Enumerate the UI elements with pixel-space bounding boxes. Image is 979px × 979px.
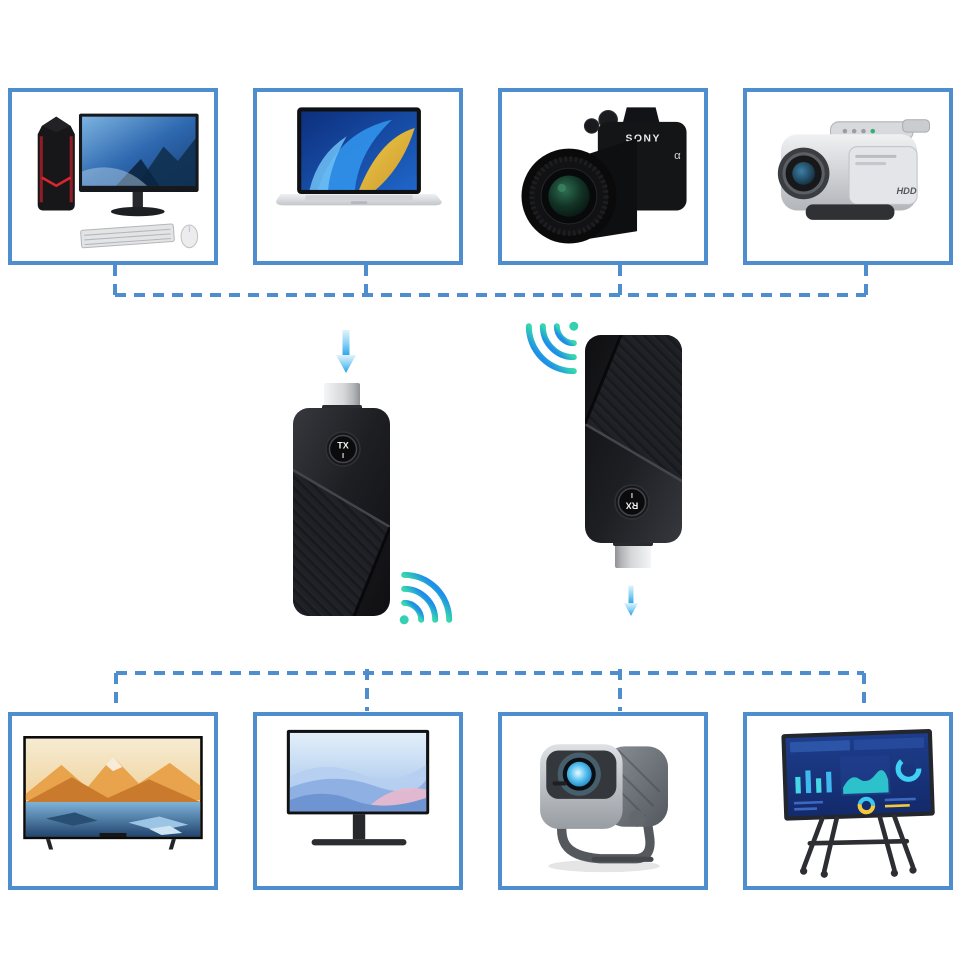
bottom-connector — [114, 669, 866, 711]
camera-icon: SONY α — [521, 107, 687, 244]
display-box-monitor — [253, 712, 463, 890]
tv-icon — [23, 736, 203, 850]
top-connector — [113, 265, 868, 302]
output-arrow-rx — [623, 585, 639, 616]
wifi-signal-rx-icon — [495, 287, 614, 406]
tx-button: TX I — [325, 431, 361, 467]
source-box-camera: SONY α — [498, 88, 708, 265]
laptop-icon — [276, 107, 442, 206]
tx-power-indicator: I — [342, 451, 344, 460]
projector-icon — [540, 744, 668, 873]
interactive-display-icon — [781, 729, 935, 878]
display-box-projector — [498, 712, 708, 890]
tx-label: TX — [337, 441, 349, 451]
hdmi-connector — [615, 542, 651, 568]
camcorder-icon: HDD — [777, 119, 931, 220]
rx-power-indicator: I — [631, 491, 633, 500]
camcorder-hdd-badge: HDD — [896, 186, 916, 196]
display-box-tv — [8, 712, 218, 890]
rx-button: RX I — [614, 484, 650, 520]
source-box-laptop — [253, 88, 463, 265]
wifi-signal-tx-icon — [365, 541, 484, 660]
display-box-interactive-display — [743, 712, 953, 890]
input-arrow-tx — [336, 330, 356, 373]
desktop-computer-icon — [37, 113, 199, 249]
transmitter-dongle: TX I — [293, 383, 390, 616]
camera-brand-label: SONY — [626, 133, 661, 144]
camera-alpha-badge: α — [674, 150, 681, 162]
receiver-dongle: RX I — [585, 335, 682, 568]
hdmi-connector — [324, 383, 360, 409]
monitor-icon — [286, 729, 430, 846]
rx-label: RX — [626, 501, 639, 511]
source-box-camcorder: HDD — [743, 88, 953, 265]
source-box-desktop-computer — [8, 88, 218, 265]
